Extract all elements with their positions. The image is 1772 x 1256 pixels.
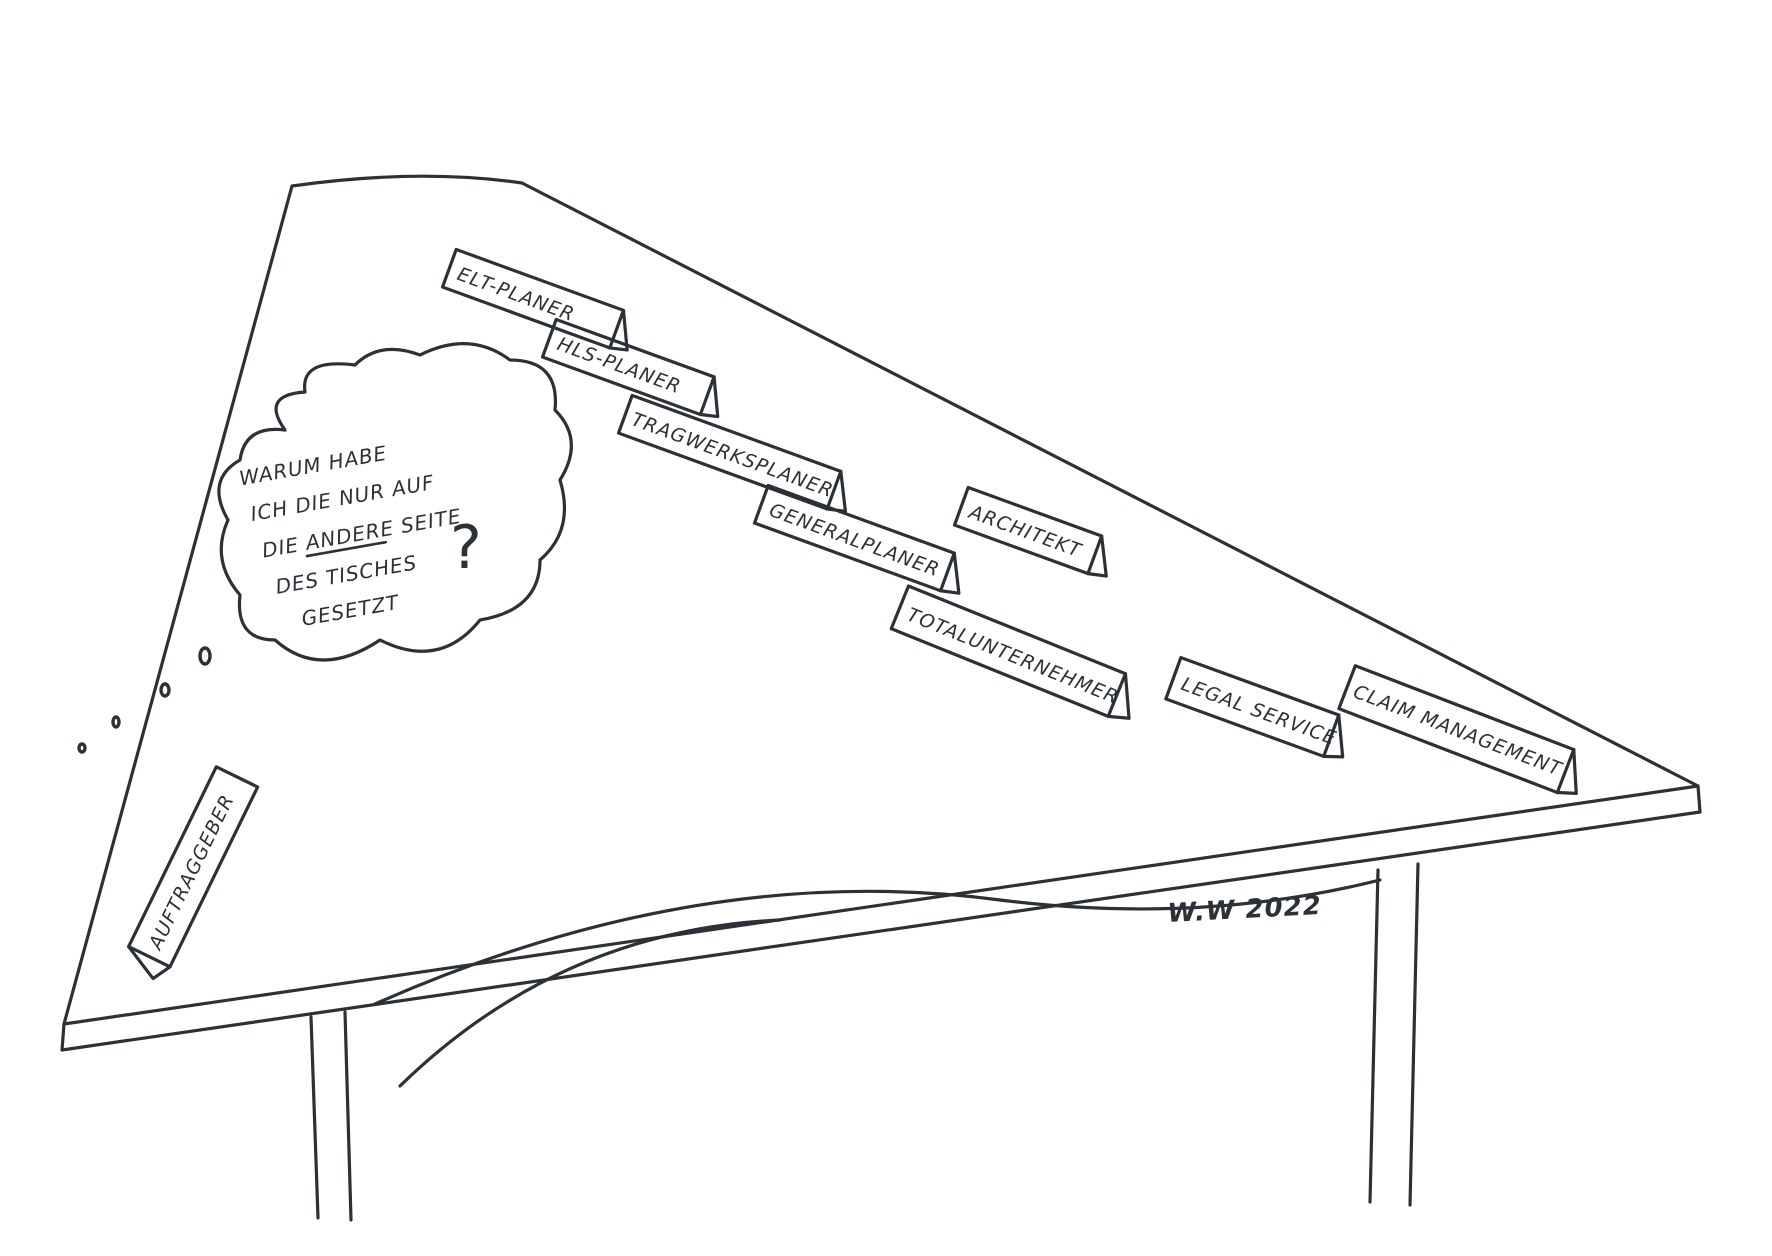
card-label: TOTALUNTERNEHMER	[904, 604, 1122, 709]
table-legs	[309, 862, 1420, 1222]
card-claim-management: CLAIM MANAGEMENT	[1337, 664, 1578, 795]
card-totalunternehmer: TOTALUNTERNEHMER	[889, 584, 1131, 720]
card-label: CLAIM MANAGEMENT	[1350, 681, 1565, 781]
card-label: TRAGWERKSPLANER	[628, 409, 836, 503]
card-label: ARCHITEKT	[964, 501, 1084, 563]
card-architekt: ARCHITEKT	[952, 485, 1108, 578]
bubble-text-group: WARUM HABE ICH DIE NUR AUF DIE ANDERE SE…	[237, 441, 463, 631]
card-tragwerksplaner: TRAGWERKSPLANER	[616, 393, 848, 513]
card-legal-service: LEGAL SERVICE	[1164, 655, 1345, 759]
bubble-dot-small	[111, 715, 121, 729]
bubble-line-5: GESETZT	[300, 590, 402, 631]
bubble-dot-medium	[159, 682, 171, 698]
table-top	[60, 174, 1702, 1088]
signature: W.W 2022	[1167, 891, 1323, 929]
card-auftraggeber: AUFTRAGGEBER	[127, 765, 260, 981]
question-mark: ?	[450, 513, 482, 583]
card-generalplaner: GENERALPLANER	[752, 483, 961, 595]
thought-bubble	[77, 342, 573, 754]
bubble-line-4: DES TISCHES	[274, 550, 419, 599]
bubble-dot-large	[198, 646, 212, 666]
bubble-dot-tiny	[77, 742, 87, 754]
